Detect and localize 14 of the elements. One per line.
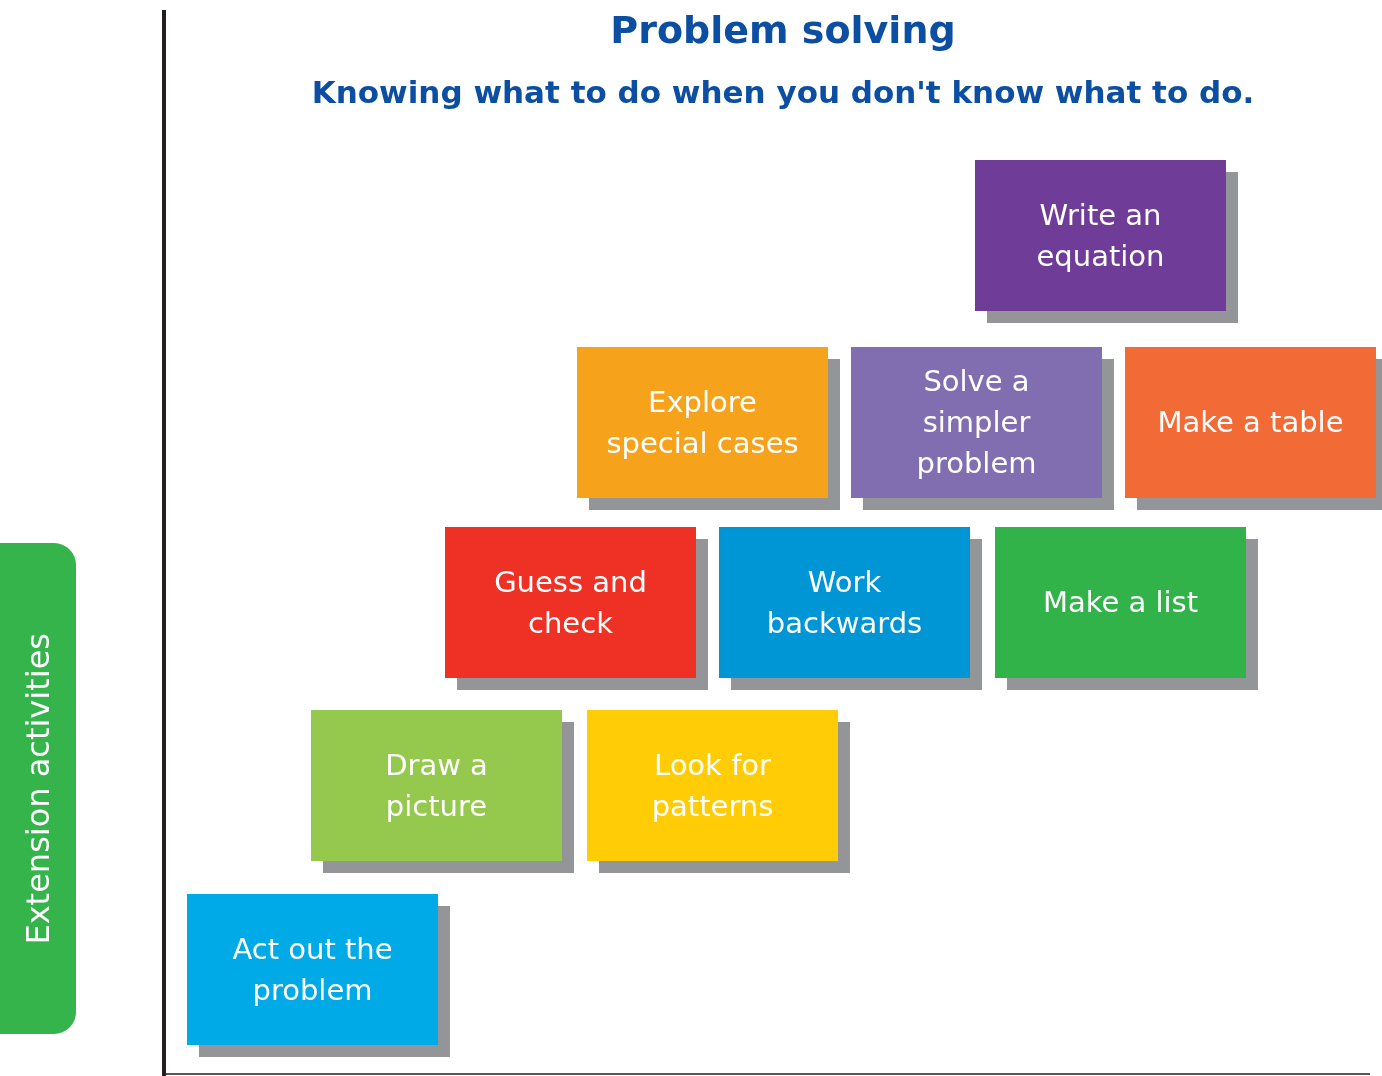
strategy-label: Work backwards	[765, 563, 924, 642]
strategy-label: Guess and check	[493, 563, 648, 642]
strategy-label: Make a list	[1042, 584, 1199, 621]
strategy-label: Act out the problem	[231, 930, 394, 1009]
side-tab	[0, 543, 76, 1034]
strategy-label: Solve a simpler problem	[915, 363, 1038, 482]
subtitle: Knowing what to do when you don't know what to do.	[310, 74, 1256, 110]
tab-label: Extension activities	[19, 632, 57, 945]
strategy-label: Draw a picture	[384, 746, 489, 825]
strategy-label: Write an equation	[1035, 196, 1166, 275]
strategy-label: Make a table	[1157, 404, 1344, 441]
strategy-label: Look for patterns	[650, 746, 775, 825]
title: Problem solving	[609, 8, 957, 52]
strategy-label: Explore special cases	[605, 383, 800, 462]
